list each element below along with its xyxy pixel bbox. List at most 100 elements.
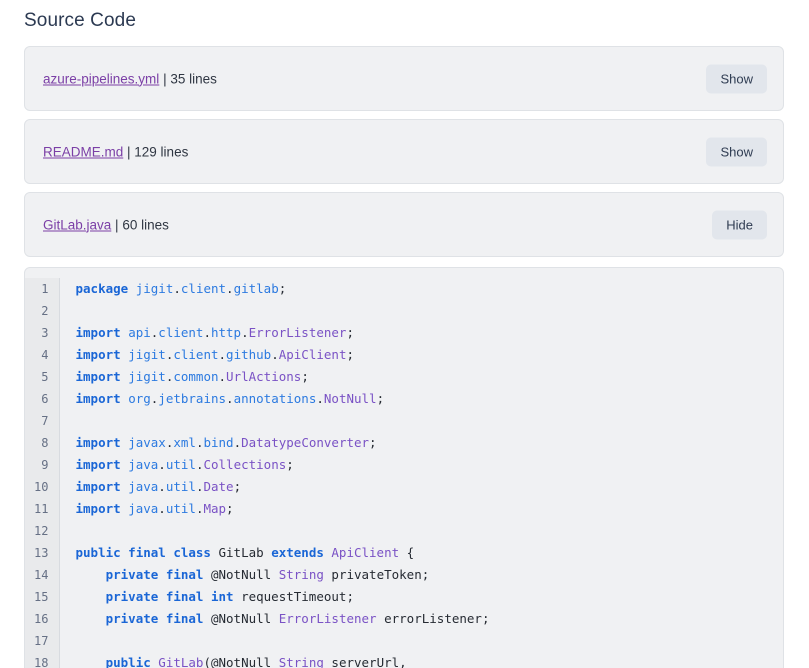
code-line-content: import java.util.Map; [59,498,783,520]
toggle-source-button[interactable]: Show [706,137,767,166]
code-line-content: import java.util.Date; [59,476,783,498]
code-token [203,611,211,626]
code-token: java [128,479,159,494]
code-token: java [128,457,159,472]
code-token: ApiClient [331,545,400,560]
code-token: client [180,281,227,296]
file-separator: | [159,71,171,86]
code-token: ; [286,457,294,472]
code-line-content [59,410,783,432]
code-token [211,545,219,560]
code-token: ; [301,369,309,384]
code-token: util [165,457,196,472]
file-card-gitlab-java: GitLab.java | 60 lines Hide [24,192,784,257]
file-link[interactable]: GitLab.java [43,217,112,232]
code-token: ; [369,435,377,450]
toggle-source-button[interactable]: Hide [712,210,767,239]
code-token: GitLab [158,655,204,668]
code-token: . [195,457,204,472]
file-separator: | [111,217,123,232]
file-card-info: GitLab.java | 60 lines [43,217,169,232]
code-token [271,611,279,626]
code-token: util [165,501,196,516]
code-line-content [59,300,783,322]
file-line-count: 35 lines [170,71,217,86]
code-token: . [316,391,324,406]
code-line-content [59,520,783,542]
code-token: @NotNull [210,567,272,582]
code-token: . [158,501,166,516]
code-token: ; [278,281,287,296]
code-token: . [165,347,174,362]
code-token: private final int [105,589,234,604]
code-line: 7 [25,410,783,432]
code-token: . [226,391,234,406]
file-separator: | [123,144,135,159]
code-line-content: import javax.xml.bind.DatatypeConverter; [59,432,783,454]
file-link[interactable]: README.md [43,144,124,159]
line-number: 12 [25,520,60,542]
code-line-content: import org.jetbrains.annotations.NotNull… [59,388,783,410]
code-token: . [271,347,279,362]
toggle-source-button[interactable]: Show [706,64,767,93]
code-line-content: package jigit.client.gitlab; [59,278,783,300]
code-token: . [158,479,166,494]
code-token: jigit [128,347,166,362]
page-title: Source Code [24,10,137,31]
code-token: jigit [135,281,174,296]
code-token: ; [421,567,430,582]
code-line-content [59,630,783,652]
code-line-content: private final @NotNull ErrorListener err… [59,608,783,630]
code-line: 2 [25,300,783,322]
file-list: azure-pipelines.yml | 35 lines Show READ… [24,46,784,668]
code-token [76,567,106,582]
code-token: annotations [233,391,317,406]
code-token [203,567,211,582]
code-token [234,589,242,604]
code-token: . [226,281,234,296]
line-number: 16 [25,608,60,630]
line-number: 11 [25,498,60,520]
line-number: 3 [25,322,60,344]
code-line-content: private final @NotNull String privateTok… [59,564,783,586]
file-card-info: README.md | 129 lines [43,144,188,159]
code-token: import [75,457,121,472]
code-token: import [75,501,121,516]
code-token: . [165,369,174,384]
code-token: { [399,545,415,560]
code-token: . [233,435,242,450]
code-token: ( [203,655,211,668]
code-token: ; [346,325,354,340]
code-token: privateToken [331,567,422,582]
code-token: javax [128,435,166,450]
code-line-content: import jigit.client.github.ApiClient; [59,344,783,366]
code-token: . [218,347,227,362]
line-number: 6 [25,388,60,410]
code-line-content: import api.client.http.ErrorListener; [59,322,783,344]
code-token: ; [346,589,354,604]
file-link[interactable]: azure-pipelines.yml [43,71,160,86]
code-token: bind [203,435,234,450]
line-number: 5 [25,366,60,388]
line-number: 18 [25,652,60,668]
code-token: package [75,281,129,296]
line-number: 9 [25,454,60,476]
code-token: Collections [203,457,287,472]
code-token: . [165,435,174,450]
file-line-count: 60 lines [122,217,169,232]
code-token: xml [173,435,196,450]
file-card-info: azure-pipelines.yml | 35 lines [43,71,217,86]
code-token: GitLab [218,545,264,560]
code-token: jigit [128,369,166,384]
code-line-content: import jigit.common.UrlActions; [59,366,783,388]
code-token: UrlActions [226,369,302,384]
code-token: java [128,501,159,516]
